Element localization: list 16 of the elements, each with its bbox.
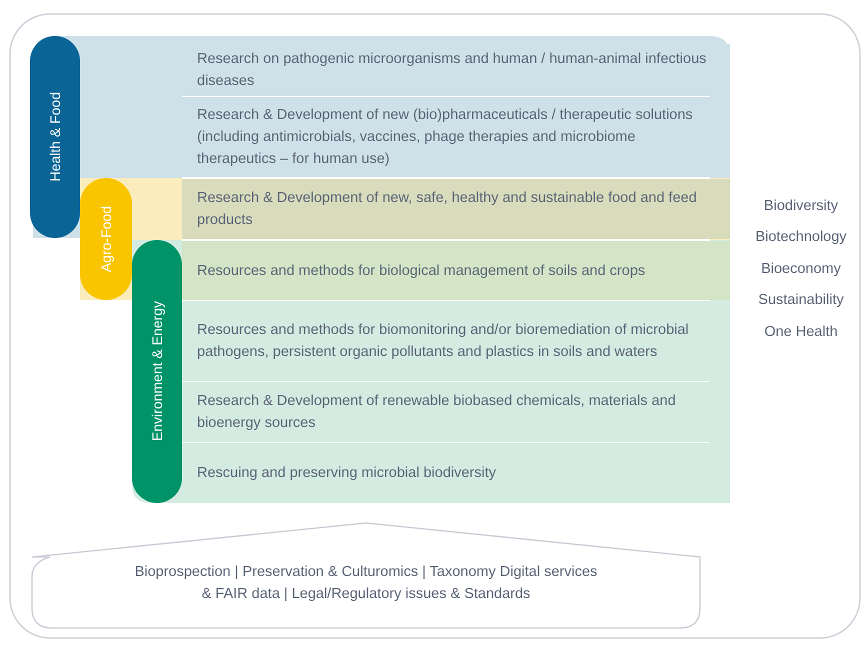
topic-band: Research on pathogenic microorganisms and human / human-animal infectious diseases bbox=[182, 44, 730, 96]
category-pill bbox=[80, 178, 132, 300]
category-label: Agro-Food bbox=[98, 206, 114, 272]
topic-band: Resources and methods for biological management of soils and crops bbox=[182, 241, 730, 300]
category-pill bbox=[30, 36, 80, 238]
foundation-box bbox=[30, 522, 702, 630]
category-pill bbox=[132, 240, 182, 503]
topic-band: Research & Development of new, safe, healthy and sustainable food and feed products bbox=[182, 179, 730, 239]
foundation-text: Bioprospection | Preservation & Culturomics | Taxonomy Digital services & FAIR data | Legal/Regulatory issues & Standards bbox=[134, 563, 598, 604]
keyword-label: Biotechnology bbox=[754, 229, 848, 245]
category-label: Health & Food bbox=[47, 92, 63, 182]
keyword-label: Biodiversity bbox=[762, 198, 840, 214]
keyword-label: Sustainability bbox=[757, 292, 845, 308]
keyword-label: Bioeconomy bbox=[760, 261, 842, 277]
keyword-label: One Health bbox=[763, 324, 839, 340]
category-label: Environment & Energy bbox=[149, 301, 165, 442]
